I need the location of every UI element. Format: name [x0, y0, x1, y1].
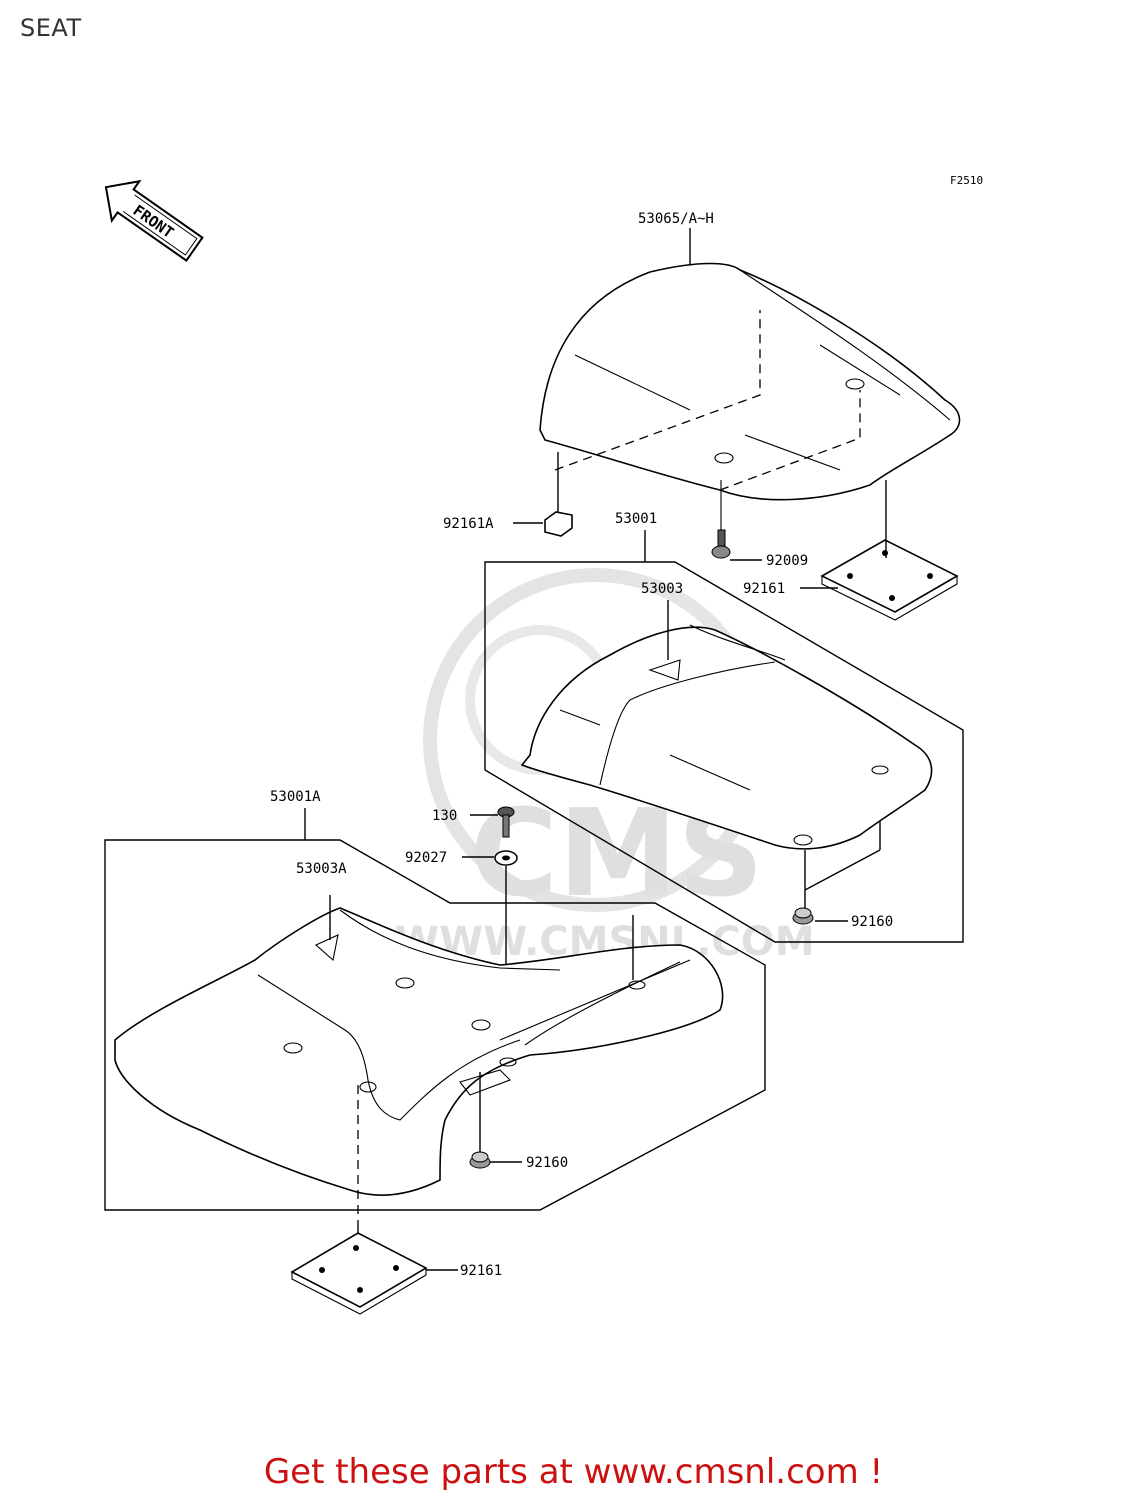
label-53065: 53065/A~H [638, 211, 714, 227]
nut-92160-right [792, 820, 881, 925]
front-seat-53003A [114, 895, 724, 1196]
nut-92160-bottom [469, 1072, 491, 1169]
seat-parts-diagram: CMS WWW.CMSNL.COM F2510 FRONT [104, 174, 983, 1315]
label-92160-bottom: 92160 [526, 1155, 568, 1171]
label-92027: 92027 [405, 850, 447, 866]
front-arrow-icon: FRONT [104, 179, 204, 262]
label-53003: 53003 [641, 581, 683, 597]
screw-92009 [711, 480, 731, 559]
footer-link[interactable]: Get these parts at www.cmsnl.com ! [263, 1452, 884, 1492]
figure-code: F2510 [950, 174, 983, 187]
leader-lines [426, 228, 848, 1271]
label-53003A: 53003A [296, 861, 347, 877]
label-53001: 53001 [615, 511, 657, 527]
bolt-130 [497, 806, 515, 838]
rubber-block-92161A [544, 452, 573, 537]
label-53001A: 53001A [270, 789, 321, 805]
label-92161-top: 92161 [743, 581, 785, 597]
label-92161A: 92161A [443, 516, 494, 532]
rear-seat-53001-frame [484, 530, 964, 943]
label-92009: 92009 [766, 553, 808, 569]
page-title: SEAT [20, 14, 82, 42]
front-seat-53001A-frame [104, 808, 766, 1211]
pad-92161-top [820, 480, 959, 621]
label-92160-right: 92160 [851, 914, 893, 930]
label-130: 130 [432, 808, 457, 824]
seat-cowl-53065 [539, 262, 961, 501]
rear-seat-53003 [520, 600, 933, 850]
pad-92161-bottom [290, 1085, 428, 1315]
label-92161-bottom: 92161 [460, 1263, 502, 1279]
